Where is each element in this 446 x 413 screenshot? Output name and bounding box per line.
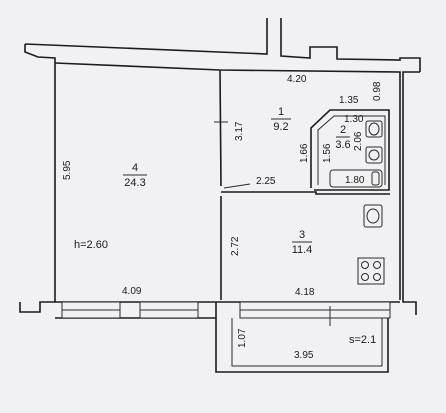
dim-right-top: 0.98 — [372, 81, 383, 101]
outer-walls — [19, 18, 421, 315]
outer-wall-left — [19, 63, 56, 313]
balcony-outline — [215, 318, 389, 373]
outer-wall-top-left-inner — [24, 44, 56, 63]
wall-hall-kitchen-top — [221, 191, 390, 195]
balcony-rail — [231, 318, 383, 367]
balcony-area-label: s=2.1 — [349, 334, 376, 346]
dim-balcony-depth: 1.07 — [237, 328, 248, 348]
outer-wall-top-right — [280, 18, 421, 72]
dim-tub: 1.80 — [345, 175, 365, 186]
outer-wall-right — [402, 71, 420, 315]
dim-bath-wall-a: 1.66 — [299, 143, 310, 163]
dim-kitchen-height: 2.72 — [230, 236, 241, 256]
dim-balcony-width: 3.95 — [294, 350, 314, 361]
inner-wall-left — [54, 62, 401, 300]
balcony — [215, 318, 389, 373]
dimensions: 4.20 1.35 1.30 1.80 2.25 4.09 4.18 3.95 … — [62, 74, 383, 361]
dim-bath-inner: 1.30 — [344, 114, 364, 125]
room-living-area: 24.3 — [124, 177, 145, 189]
outer-wall-top-left — [24, 18, 268, 55]
bathroom-wall — [310, 109, 390, 191]
bathtub-icon — [329, 169, 383, 188]
dim-bath-wall-b: 1.56 — [322, 143, 333, 163]
dim-hall-height: 3.17 — [234, 121, 245, 141]
stove-icon — [357, 257, 385, 285]
door-mark-hall — [223, 183, 251, 189]
room-living: 4 24.3 — [123, 162, 147, 189]
room-hall-area: 9.2 — [273, 121, 288, 133]
room-kitchen: 3 11.4 — [292, 229, 313, 256]
dim-bath-height: 2.06 — [353, 131, 364, 151]
dim-left-height: 5.95 — [62, 160, 73, 180]
partitions — [214, 69, 390, 300]
room-living-number: 4 — [132, 162, 138, 174]
dim-living-width: 4.09 — [122, 286, 142, 297]
room-kitchen-area: 11.4 — [292, 244, 313, 256]
wall-living-hall — [219, 69, 222, 187]
room-hall: 1 9.2 — [271, 106, 291, 133]
ceiling-height-label: h=2.60 — [74, 239, 108, 251]
dim-hall-bottom: 2.25 — [256, 176, 276, 187]
bottom-wall — [55, 301, 400, 326]
room-kitchen-number: 3 — [299, 229, 305, 241]
room-bathroom-area: 3.6 — [335, 139, 350, 151]
fixtures — [329, 120, 385, 285]
dim-bath-top: 1.35 — [339, 95, 359, 106]
toilet-icon — [365, 120, 383, 138]
bathroom-inner-wall — [317, 115, 386, 185]
room-bathroom: 2 3.6 — [335, 124, 350, 151]
kitchen-sink-icon — [363, 204, 383, 228]
room-hall-number: 1 — [278, 106, 284, 118]
sink-icon — [365, 146, 383, 164]
dim-kitchen-width: 4.18 — [295, 287, 315, 298]
room-bathroom-number: 2 — [340, 124, 346, 136]
dim-top-right: 4.20 — [287, 74, 307, 85]
